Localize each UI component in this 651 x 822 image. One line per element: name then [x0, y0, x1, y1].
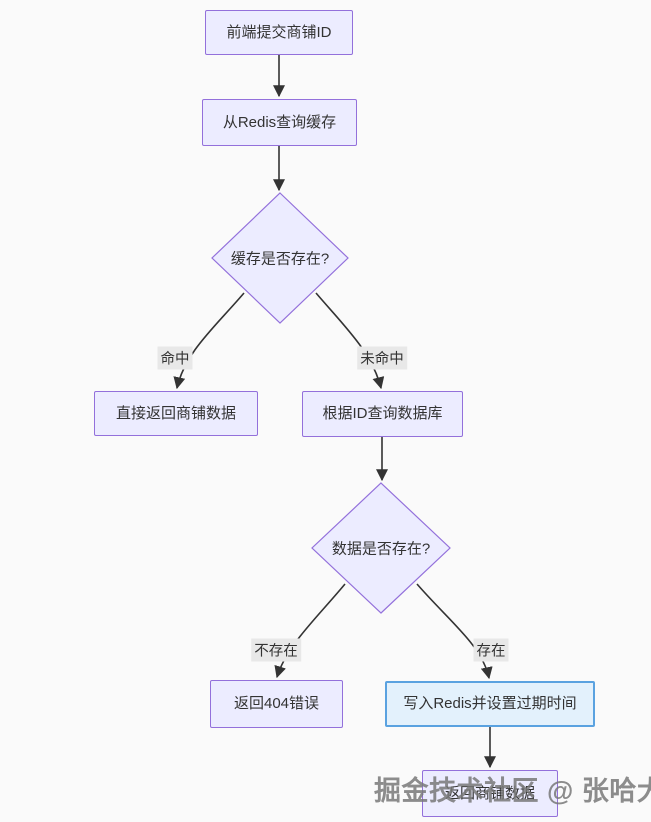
node-write-redis: 写入Redis并设置过期时间: [385, 681, 595, 727]
edge-data-exists: [416, 583, 493, 680]
node-start: 前端提交商铺ID: [205, 10, 353, 55]
edge-label-exists: 存在: [473, 638, 509, 662]
edge-data-not-exists: [274, 583, 346, 679]
decision-cache-exists-shape: [211, 192, 349, 324]
edge-label-hit: 命中: [157, 346, 193, 370]
decision-cache-exists-label: 缓存是否存在?: [230, 250, 330, 268]
edge-label-not-exists: 不存在: [251, 638, 301, 662]
decision-data-exists-shape: [311, 482, 451, 614]
decision-data-exists-label: 数据是否存在?: [331, 540, 431, 558]
edge-cache-miss: [315, 292, 385, 390]
edge-cache-hit: [173, 292, 245, 390]
node-query-redis: 从Redis查询缓存: [202, 99, 357, 146]
node-return-shop-data: 返回商铺数据: [422, 770, 558, 817]
node-return-direct: 直接返回商铺数据: [94, 391, 258, 436]
node-return-404: 返回404错误: [210, 680, 343, 728]
edge-label-miss: 未命中: [357, 346, 407, 370]
node-query-db: 根据ID查询数据库: [302, 391, 463, 437]
